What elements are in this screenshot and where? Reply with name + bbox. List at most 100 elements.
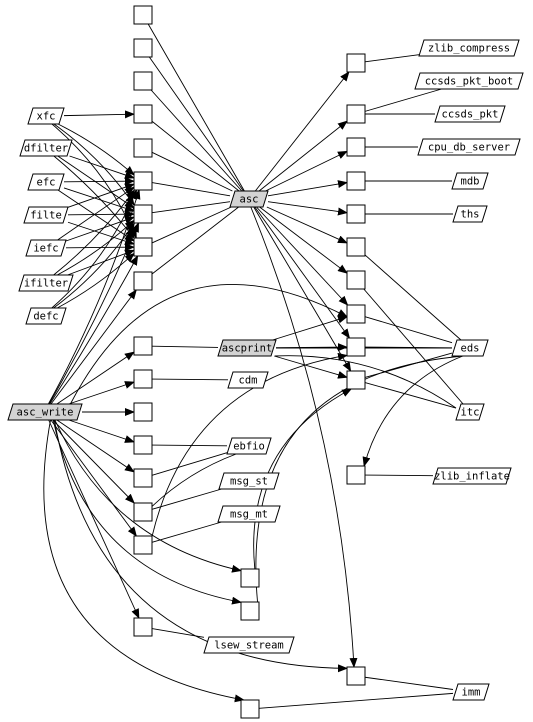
edge-asc_write-b15 (52, 419, 135, 504)
node-shape-eds (451, 339, 489, 357)
node-label-asc: asc (240, 194, 259, 206)
node-ccsds-pkt-boot[interactable]: ccsds_pkt_boot (414, 72, 524, 90)
node-label-filte: filte (30, 210, 62, 222)
edge-r8-eds (364, 316, 453, 344)
edge-asc_write-m2 (52, 419, 242, 605)
edge-asc_write-b11 (68, 381, 135, 405)
edge-m1-r10 (253, 388, 353, 570)
node-box-b15[interactable] (133, 502, 153, 522)
node-box-r7[interactable] (346, 270, 366, 290)
node-box-b8[interactable] (133, 237, 153, 257)
node-ifilter[interactable]: ifilter (18, 274, 74, 292)
node-box-r4[interactable] (346, 171, 366, 191)
edge-b17-lsew_stream (151, 628, 205, 638)
edge-r1-zlib_compress (364, 54, 420, 63)
node-box-b7[interactable] (133, 204, 153, 224)
edge-asc-b8 (151, 206, 232, 244)
node-box-b11[interactable] (133, 369, 153, 389)
node-iefc[interactable]: iefc (25, 239, 67, 257)
node-box-b3[interactable] (133, 71, 153, 91)
node-cpu-db-server[interactable]: cpu_db_server (417, 138, 521, 156)
node-box-b13[interactable] (133, 435, 153, 455)
node-ascprint[interactable]: ascprint (217, 339, 277, 357)
node-box-b17[interactable] (133, 617, 153, 637)
edge-m3-imm (258, 692, 454, 709)
edge-r6-eds (364, 254, 462, 341)
node-box-r3[interactable] (346, 137, 366, 157)
node-eds[interactable]: eds (451, 339, 489, 357)
node-box-b2[interactable] (133, 38, 153, 58)
node-box-b12[interactable] (133, 402, 153, 422)
node-label-msg-mt: msg_mt (230, 509, 268, 521)
edge-b15-msg_st (151, 488, 222, 510)
node-box-r9[interactable] (346, 337, 366, 357)
node-box-r11[interactable] (346, 465, 366, 485)
node-zlib-compress[interactable]: zlib_compress (418, 39, 520, 57)
node-box-r6[interactable] (346, 237, 366, 257)
edge-asc_write-m3 (43, 419, 245, 703)
node-asc[interactable]: asc (229, 190, 269, 208)
edge-defc-b8 (57, 252, 135, 309)
edge-b15-ebfio (151, 453, 237, 507)
node-box-r12[interactable] (346, 666, 366, 686)
edge-efc-b6 (63, 177, 135, 186)
node-shape-msg-mt (217, 505, 281, 523)
node-ebfio[interactable]: ebfio (226, 437, 272, 455)
node-label-itc: itc (461, 407, 480, 419)
edge-asc_write-b14 (56, 419, 135, 473)
node-ths[interactable]: ths (452, 205, 488, 223)
node-dfilter[interactable]: dfilter (19, 139, 73, 157)
node-imm[interactable]: imm (452, 683, 490, 701)
edge-dfilter-b7 (57, 155, 135, 209)
node-label-lsew-stream: lsew_stream (214, 640, 284, 652)
node-box-b5[interactable] (133, 138, 153, 158)
node-box-b10[interactable] (133, 336, 153, 356)
node-shape-msg-st (218, 472, 280, 490)
node-itc[interactable]: itc (455, 403, 485, 421)
node-box-m3[interactable] (240, 699, 260, 719)
node-box-b14[interactable] (133, 468, 153, 488)
node-msg-mt[interactable]: msg_mt (217, 505, 281, 523)
node-box-m1[interactable] (240, 568, 260, 588)
edge-asc-r3 (265, 150, 348, 192)
edge-asc-r8 (256, 206, 349, 306)
node-label-xfc: xfc (37, 111, 56, 123)
edge-filte-b7 (67, 210, 135, 219)
node-msg-st[interactable]: msg_st (218, 472, 280, 490)
node-lsew-stream[interactable]: lsew_stream (203, 636, 295, 654)
node-box-r2[interactable] (346, 104, 366, 124)
node-shape-ascprint (217, 339, 277, 357)
edge-asc_write-r8 (69, 283, 348, 405)
node-xfc[interactable]: xfc (27, 107, 65, 125)
node-box-m2[interactable] (240, 601, 260, 621)
node-zlib-inflate[interactable]: zlib_inflate (432, 467, 512, 485)
node-asc-write[interactable]: asc_write (7, 403, 83, 421)
node-box-b4[interactable] (133, 104, 153, 124)
node-box-r8[interactable] (346, 304, 366, 324)
node-label-imm: imm (462, 687, 481, 699)
node-defc[interactable]: defc (25, 307, 67, 325)
node-label-dfilter: dfilter (24, 143, 68, 155)
node-box-b6[interactable] (133, 171, 153, 191)
node-box-b1[interactable] (133, 5, 153, 25)
node-shape-dfilter (19, 139, 73, 157)
node-efc[interactable]: efc (27, 173, 65, 191)
node-label-ths: ths (461, 209, 480, 221)
node-cdm[interactable]: cdm (227, 371, 269, 389)
node-box-b9[interactable] (133, 271, 153, 291)
node-box-r5[interactable] (346, 204, 366, 224)
edge-asc_write-m1 (54, 419, 242, 573)
node-box-b16[interactable] (133, 535, 153, 555)
node-box-r1[interactable] (346, 53, 366, 73)
edge-r11-zlib_inflate (364, 474, 434, 477)
node-mdb[interactable]: mdb (451, 172, 489, 190)
edge-asc-r7 (259, 206, 348, 274)
edge-asc-r6 (266, 206, 348, 244)
edge-ascprint-itc (274, 355, 457, 409)
node-filte[interactable]: filte (23, 206, 69, 224)
node-box-r10[interactable] (346, 370, 366, 390)
node-shape-lsew-stream (203, 636, 295, 654)
edge-efc-b7 (63, 187, 135, 213)
edge-b10-ascprint (151, 345, 219, 348)
node-ccsds-pkt[interactable]: ccsds_pkt (434, 105, 506, 123)
